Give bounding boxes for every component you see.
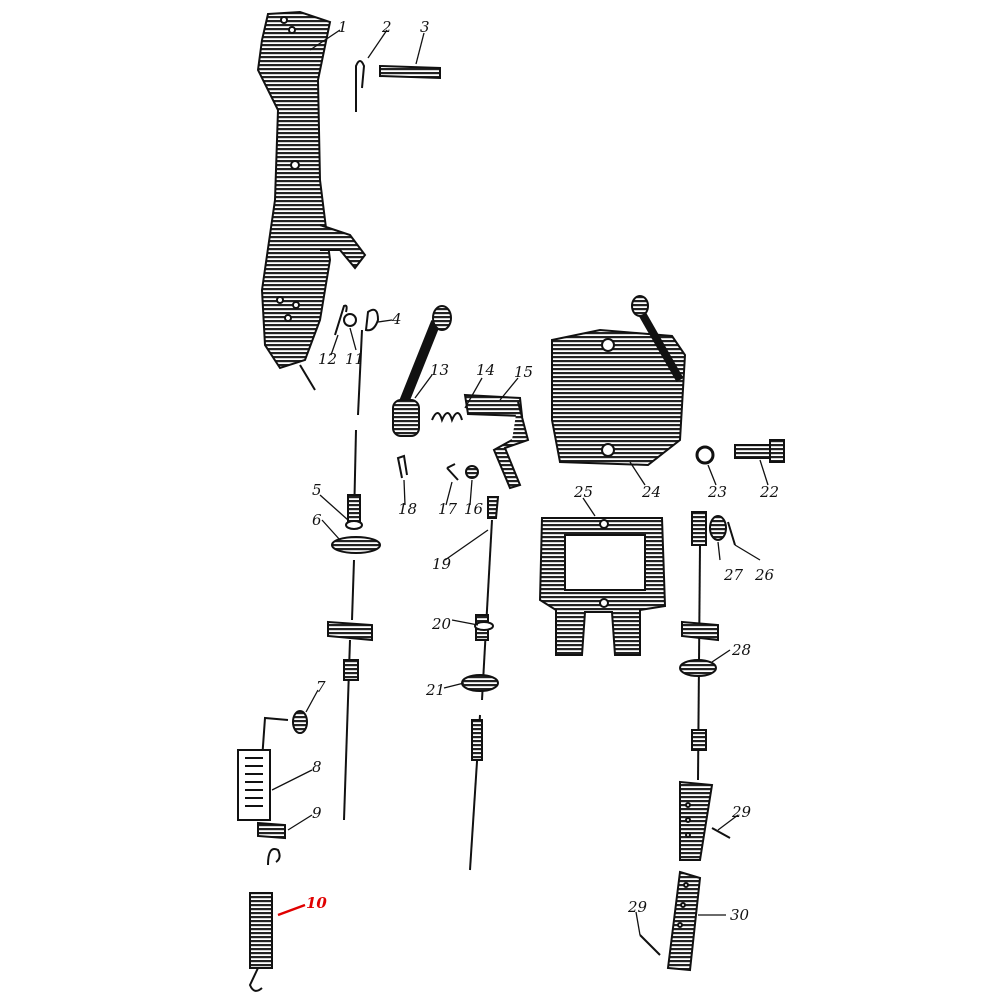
spring-part-14 xyxy=(431,412,463,423)
washer-part-28 xyxy=(679,659,717,677)
label-17: 17 xyxy=(438,500,458,518)
label-7: 7 xyxy=(316,678,326,696)
label-20: 20 xyxy=(432,615,452,633)
label-29-lower: 29 xyxy=(628,898,648,916)
washer-part-20 xyxy=(474,621,494,631)
washer-part-27 xyxy=(709,515,727,541)
washer-part-6 xyxy=(331,536,381,554)
cotter-pin-part-17 xyxy=(446,463,459,481)
callout-leader-10 xyxy=(277,903,306,917)
label-26: 26 xyxy=(755,566,775,584)
label-4: 4 xyxy=(392,310,402,328)
label-18: 18 xyxy=(398,500,418,518)
pin-part-3 xyxy=(379,64,441,80)
link-part-29-30-upper xyxy=(679,780,714,861)
label-19: 19 xyxy=(432,555,452,573)
pedal-arm-part-1 xyxy=(256,10,367,391)
label-30: 30 xyxy=(730,906,750,924)
label-28: 28 xyxy=(732,641,752,659)
label-16: 16 xyxy=(464,500,484,518)
label-14: 14 xyxy=(476,361,496,379)
label-21: 21 xyxy=(426,681,446,699)
spring-bracket-part-8 xyxy=(237,716,289,821)
label-25: 25 xyxy=(574,483,594,501)
bolt-part-9 xyxy=(257,821,286,840)
leader-lines xyxy=(271,29,769,936)
label-6: 6 xyxy=(312,511,322,529)
spring-part-10 xyxy=(248,848,281,992)
label-13: 13 xyxy=(430,361,450,379)
label-1: 1 xyxy=(338,18,348,36)
pin-part-29a xyxy=(711,827,731,839)
label-15: 15 xyxy=(514,363,534,381)
cotter-pin-part-2 xyxy=(355,60,366,112)
label-3: 3 xyxy=(420,18,430,36)
label-29-upper: 29 xyxy=(732,803,752,821)
rod-part-28 xyxy=(681,511,719,781)
washer-part-11 xyxy=(343,313,357,327)
label-2: 2 xyxy=(382,18,392,36)
label-10: 10 xyxy=(306,894,327,912)
label-12: 12 xyxy=(318,350,338,368)
lever-part-30 xyxy=(666,870,702,972)
cotter-pin-part-12 xyxy=(334,304,348,336)
bolt-part-22 xyxy=(734,439,785,463)
label-5: 5 xyxy=(312,481,322,499)
lever-part-13 xyxy=(392,305,452,437)
washer-part-5 xyxy=(345,520,363,530)
ring-part-23 xyxy=(695,445,715,465)
label-23: 23 xyxy=(708,483,728,501)
label-27: 27 xyxy=(724,566,744,584)
label-11: 11 xyxy=(345,350,365,368)
washer-part-16 xyxy=(465,465,479,479)
housing-part-24 xyxy=(551,295,687,467)
washer-part-21 xyxy=(461,674,499,692)
rod-part-4 xyxy=(327,308,380,821)
label-9: 9 xyxy=(312,804,322,822)
cotter-pin-part-26 xyxy=(727,521,736,546)
cotter-pin-part-18 xyxy=(396,454,408,479)
plate-part-25 xyxy=(538,517,667,656)
label-24: 24 xyxy=(642,483,662,501)
pin-part-29b xyxy=(639,934,661,956)
washer-part-7 xyxy=(292,710,308,734)
label-22: 22 xyxy=(760,483,780,501)
label-8: 8 xyxy=(312,758,322,776)
